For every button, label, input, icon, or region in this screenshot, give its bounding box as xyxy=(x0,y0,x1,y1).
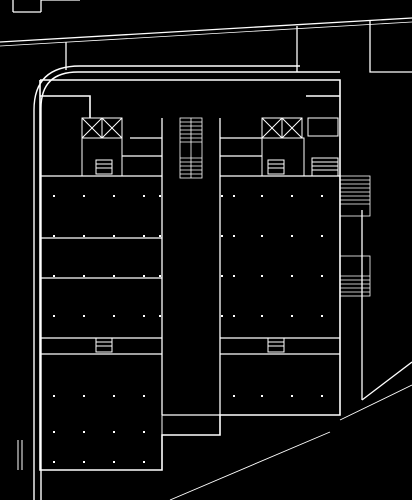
column-dot xyxy=(221,235,223,237)
column-dot xyxy=(221,195,223,197)
column-dot xyxy=(221,315,223,317)
column-dot xyxy=(143,235,145,237)
column-dot xyxy=(143,195,145,197)
column-dot xyxy=(83,395,85,397)
column-dot xyxy=(83,235,85,237)
column-dot xyxy=(83,461,85,463)
column-dot xyxy=(159,275,161,277)
column-dot xyxy=(83,315,85,317)
column-dot xyxy=(113,235,115,237)
column-dot xyxy=(291,275,293,277)
column-dot xyxy=(291,235,293,237)
column-dot xyxy=(53,431,55,433)
core-top-left xyxy=(81,117,123,177)
column-dot xyxy=(233,235,235,237)
column-dot xyxy=(221,275,223,277)
column-dot xyxy=(143,431,145,433)
column-dot xyxy=(53,395,55,397)
column-dot xyxy=(113,195,115,197)
column-dot xyxy=(233,395,235,397)
column-dot xyxy=(159,315,161,317)
core-bottom-right xyxy=(267,337,285,353)
column-dot xyxy=(113,431,115,433)
column-dot xyxy=(291,395,293,397)
entry-notch xyxy=(161,414,221,436)
column-dot xyxy=(261,195,263,197)
column-dot xyxy=(233,275,235,277)
column-dot xyxy=(321,195,323,197)
column-dot xyxy=(113,461,115,463)
column-dot xyxy=(113,315,115,317)
core-top-right xyxy=(261,117,339,177)
column-dot xyxy=(159,195,161,197)
column-dot xyxy=(261,315,263,317)
column-dot xyxy=(53,235,55,237)
column-dot xyxy=(113,275,115,277)
column-dot xyxy=(113,395,115,397)
column-dot xyxy=(53,461,55,463)
column-dot xyxy=(53,195,55,197)
column-dot xyxy=(143,461,145,463)
column-dot xyxy=(159,235,161,237)
central-stair xyxy=(179,117,203,179)
left-wing-rooms xyxy=(40,175,162,355)
column-dot xyxy=(291,195,293,197)
column-dot xyxy=(321,315,323,317)
column-dot xyxy=(143,395,145,397)
column-dot xyxy=(143,315,145,317)
column-dot xyxy=(83,431,85,433)
column-dot xyxy=(321,395,323,397)
column-dot xyxy=(261,395,263,397)
column-dot xyxy=(261,275,263,277)
column-dot xyxy=(53,315,55,317)
column-dot xyxy=(321,275,323,277)
column-dot xyxy=(233,315,235,317)
column-dot xyxy=(83,195,85,197)
column-dot xyxy=(291,315,293,317)
column-dot xyxy=(321,235,323,237)
column-dot xyxy=(53,275,55,277)
column-dot xyxy=(143,275,145,277)
core-bottom-left xyxy=(95,337,113,353)
column-grid xyxy=(53,195,323,463)
column-dot xyxy=(83,275,85,277)
column-dot xyxy=(233,195,235,197)
perimeter-road xyxy=(17,65,340,500)
exterior-stair-right xyxy=(339,175,371,297)
column-dot xyxy=(261,235,263,237)
